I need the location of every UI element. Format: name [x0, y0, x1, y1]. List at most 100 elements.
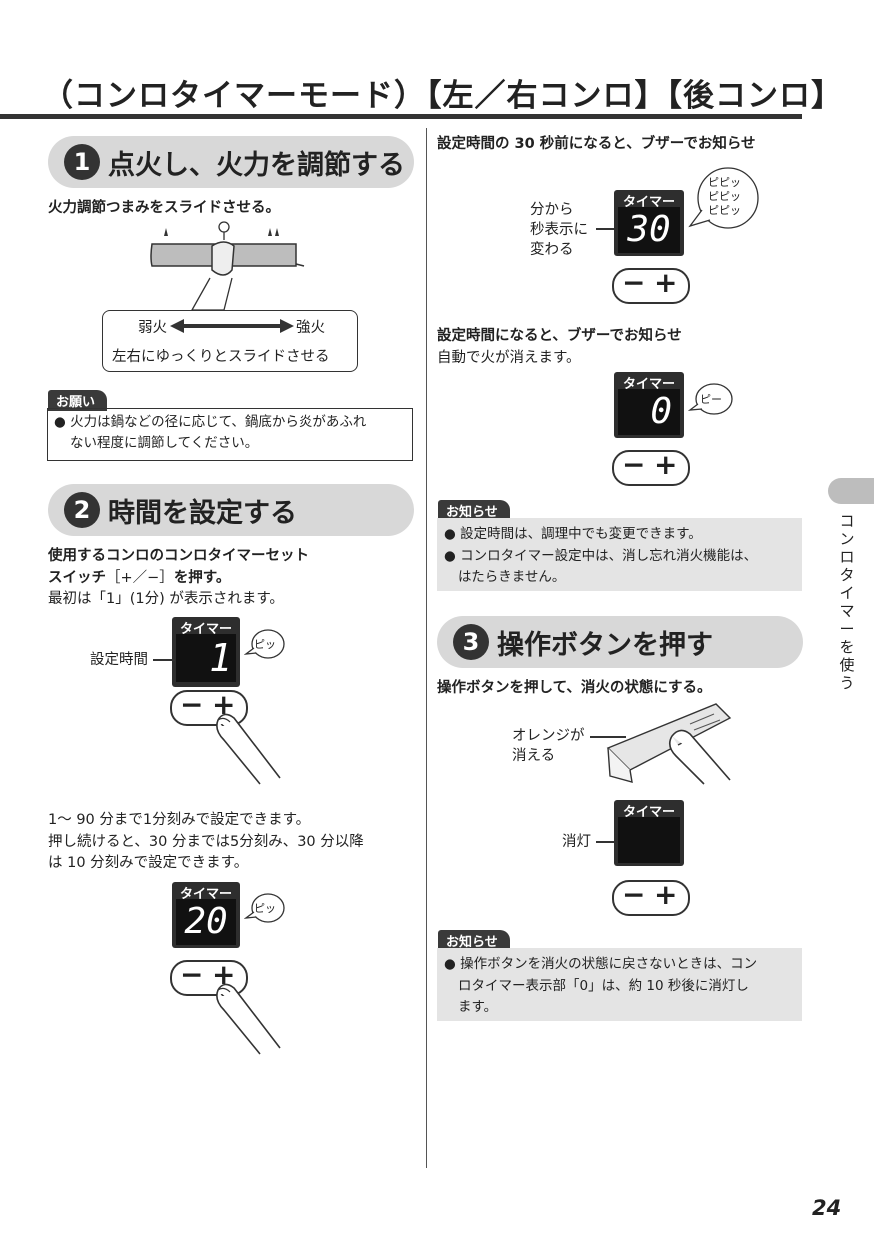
- minus-button-1[interactable]: −: [180, 688, 204, 721]
- plus-button-2[interactable]: +: [212, 958, 236, 991]
- strong-flame-icon: [268, 228, 279, 236]
- slide-arrow: [170, 319, 294, 333]
- step3-header: 3 操作ボタンを押す: [437, 616, 803, 668]
- display-r2-callout-bubble: [688, 383, 733, 415]
- plus-button-r1[interactable]: +: [654, 266, 678, 299]
- step2-title: 時間を設定する: [108, 497, 297, 529]
- display-r1-label-2: 秒表示に: [530, 222, 588, 238]
- slider-knob: [211, 241, 235, 276]
- pressing-finger-icon-1: [216, 713, 281, 785]
- step2-para-line1: 1〜 90 分まで1分刻みで設定できます。: [48, 812, 311, 828]
- display2-callout: ピッ: [254, 902, 276, 915]
- step2-header: 2 時間を設定する: [48, 484, 414, 536]
- step1-header: 1 点火し、火力を調節する: [48, 136, 414, 188]
- step2-para-line3: は 10 分刻みで設定できます。: [48, 855, 249, 871]
- display-r1-callout-2: ピピッ: [708, 190, 741, 203]
- minus-button-r1[interactable]: −: [622, 266, 646, 299]
- display1-header: タイマー: [179, 622, 232, 637]
- display-r1-value: 30: [618, 207, 680, 253]
- info-box-1: [437, 518, 802, 591]
- plus-button-1[interactable]: +: [212, 688, 236, 721]
- center-flame-icon: [218, 221, 230, 233]
- step2-line2a: スイッチ: [48, 570, 106, 586]
- display-r2-header: タイマー: [622, 377, 675, 392]
- display2-callout-bubble: [244, 893, 285, 923]
- display-r1-leader: [596, 228, 616, 230]
- display1-value: 1: [176, 634, 236, 682]
- orange-label-1: オレンジが: [512, 728, 585, 744]
- display1-callout-bubble: [244, 629, 285, 659]
- title-rule: [0, 114, 802, 119]
- display-r1-callout: ピピッ ピピッ ピピッ: [708, 176, 741, 218]
- info2-line3: ます。: [458, 999, 498, 1015]
- display-r1-label-3: 変わる: [530, 242, 574, 258]
- step2-para-line2: 押し続けると、30 分までは5分刻み、30 分以降: [48, 834, 364, 850]
- display1-leader: [153, 659, 175, 661]
- info1-line1: ● 設定時間は、調理中でも変更できます。: [444, 526, 702, 542]
- display2-header: タイマー: [179, 887, 232, 902]
- plus-button-r2[interactable]: +: [654, 448, 678, 481]
- operation-panel-illustration: [606, 703, 732, 785]
- plus-button-r3[interactable]: +: [654, 878, 678, 911]
- pressing-finger-icon-3: [668, 729, 731, 785]
- display-r1-header: タイマー: [622, 195, 675, 210]
- info-box-2: [437, 948, 802, 1021]
- notice-tag: お願い: [48, 390, 108, 411]
- column-divider: [426, 128, 427, 1168]
- display2-value: 20: [176, 899, 236, 945]
- info1-line3: はたらきません。: [458, 569, 566, 585]
- info1-line2: ● コンロタイマー設定中は、消し忘れ消火機能は、: [444, 548, 758, 564]
- step1-number: 1: [64, 144, 100, 180]
- slide-caption: 左右にゆっくりとスライドさせる: [112, 349, 330, 365]
- display-r1-label: 分から 秒表示に 変わる: [530, 200, 588, 260]
- step2-line2c: を押す。: [173, 570, 231, 586]
- weak-label: 弱火: [138, 320, 167, 336]
- orange-label-2: 消える: [512, 748, 556, 764]
- step2-line3: 最初は「1」(1分) が表示されます。: [48, 591, 284, 607]
- display-r2-value: 0: [618, 389, 680, 435]
- step2-line1: 使用するコンロのコンロタイマーセット: [48, 548, 309, 564]
- info-tag-1: お知らせ: [438, 500, 510, 521]
- display-r1-label-1: 分から: [530, 202, 574, 218]
- right-subtext2: 自動で火が消えます。: [437, 350, 581, 366]
- step2-line2b: ［+／−］: [106, 570, 174, 586]
- info2-line1: ● 操作ボタンを消火の状態に戻さないときは、コン: [444, 956, 758, 972]
- step1-instruction: 火力調節つまみをスライドさせる。: [48, 200, 280, 216]
- step2-line2: スイッチ［+／−］を押す。: [48, 568, 230, 589]
- display-r1-callout-bubble: [688, 167, 759, 229]
- display-r3-screen-off: [618, 817, 680, 863]
- right-heading1: 設定時間の 30 秒前になると、ブザーでお知らせ: [437, 136, 756, 152]
- page-title: （コンロタイマーモード）【左／右コンロ】【後コンロ】: [42, 78, 843, 114]
- display1-label: 設定時間: [90, 652, 148, 668]
- display-r2-callout: ピー: [700, 393, 722, 406]
- minus-plus-button-r2[interactable]: [612, 450, 690, 486]
- minus-plus-button-2[interactable]: [170, 960, 248, 996]
- info2-line2: ロタイマー表示部「0」は、約 10 秒後に消灯し: [458, 978, 749, 994]
- step1-title: 点火し、火力を調節する: [108, 149, 405, 181]
- step3-instruction: 操作ボタンを押して、消火の状態にする。: [437, 680, 712, 696]
- page-number: 24: [812, 1196, 842, 1220]
- display-r1-callout-3: ピピッ: [708, 204, 741, 217]
- minus-plus-button-r1[interactable]: [612, 268, 690, 304]
- info-tag-2: お知らせ: [438, 930, 510, 951]
- display-r3-leader: [596, 841, 616, 843]
- orange-label: オレンジが 消える: [512, 726, 585, 766]
- minus-plus-button-1[interactable]: [170, 690, 248, 726]
- step2-number: 2: [64, 492, 100, 528]
- slider-illustration: [150, 221, 305, 311]
- side-tab-marker: [828, 478, 874, 504]
- pressing-finger-icon-2: [216, 983, 281, 1055]
- minus-button-r2[interactable]: −: [622, 448, 646, 481]
- notice-line1: ● 火力は鍋などの径に応じて、鍋底から炎があふれ: [54, 414, 367, 430]
- slide-callout-box: [102, 310, 358, 372]
- display-r3-label: 消灯: [562, 834, 591, 850]
- strong-label: 強火: [296, 320, 325, 336]
- minus-button-2[interactable]: −: [180, 958, 204, 991]
- notice-box: [47, 408, 413, 461]
- right-heading2: 設定時間になると、ブザーでお知らせ: [437, 328, 682, 344]
- side-tab-label: コンロタイマーを使う: [839, 512, 855, 692]
- minus-button-r3[interactable]: −: [622, 878, 646, 911]
- step3-number: 3: [453, 624, 489, 660]
- minus-plus-button-r3[interactable]: [612, 880, 690, 916]
- display1-callout: ピッ: [254, 638, 276, 651]
